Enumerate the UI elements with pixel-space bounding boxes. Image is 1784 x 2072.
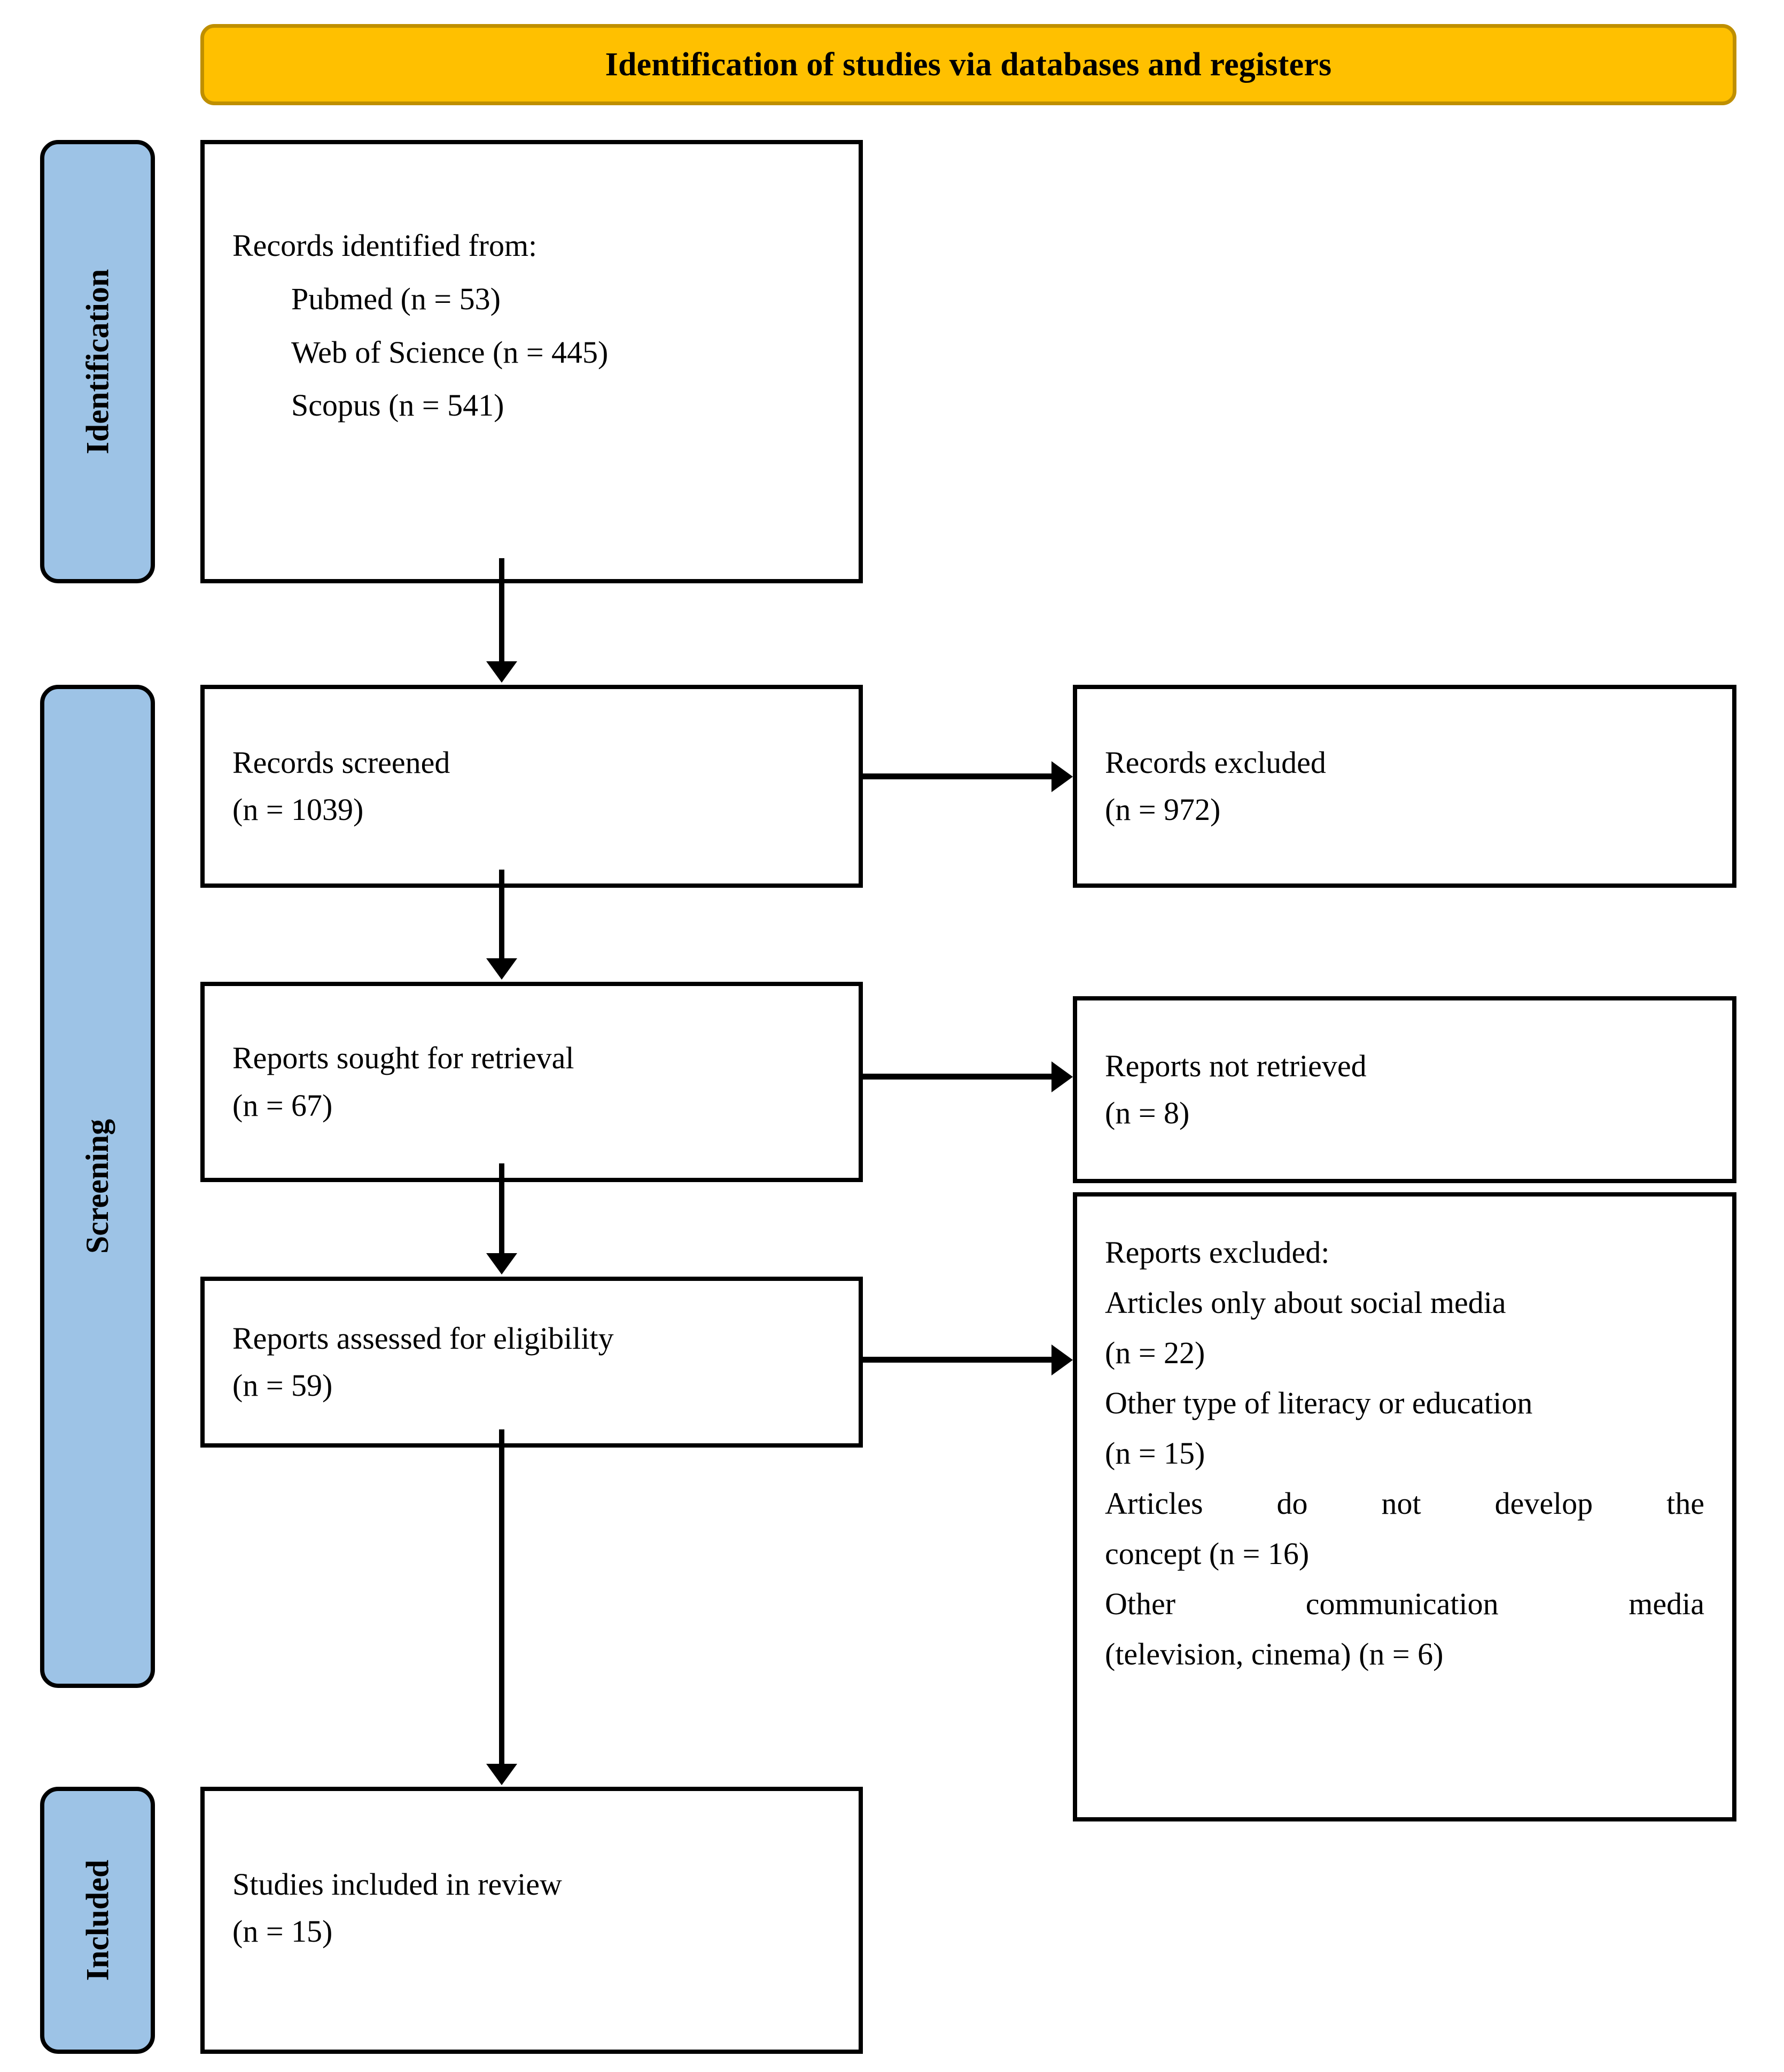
reports-excluded-reason-other-literacy: Other type of literacy or education xyxy=(1105,1385,1533,1420)
records-identified-source-web-of-science: Web of Science (n = 445) xyxy=(291,334,609,370)
reports-excluded-reason-other-media: Other communication media xyxy=(1105,1586,1704,1621)
records-excluded-label: Records excluded xyxy=(1105,745,1326,780)
reports-excluded-count-other-literacy: (n = 15) xyxy=(1105,1435,1205,1471)
header-banner: Identification of studies via databases … xyxy=(200,24,1736,105)
stage-label-identification-text: Identification xyxy=(80,269,115,455)
reports-excluded-reason-social-media: Articles only about social media xyxy=(1105,1285,1506,1320)
header-title: Identification of studies via databases … xyxy=(605,46,1332,83)
arrow-down-sought-to-assessed xyxy=(499,1163,504,1254)
box-studies-included-in-review: Studies included in review (n = 15) xyxy=(200,1787,863,2054)
records-identified-title: Records identified from: xyxy=(232,228,537,263)
records-screened-label: Records screened xyxy=(232,745,450,780)
studies-included-count: (n = 15) xyxy=(232,1914,333,1949)
reports-not-retrieved-count: (n = 8) xyxy=(1105,1096,1190,1130)
records-excluded-count: (n = 972) xyxy=(1105,792,1221,827)
box-reports-assessed-for-eligibility: Reports assessed for eligibility (n = 59… xyxy=(200,1277,863,1448)
reports-assessed-label: Reports assessed for eligibility xyxy=(232,1320,614,1356)
arrow-right-sought-to-not-retrieved xyxy=(863,1074,1053,1080)
box-records-excluded: Records excluded (n = 972) xyxy=(1073,685,1736,888)
records-screened-count: (n = 1039) xyxy=(232,792,364,827)
box-records-screened: Records screened (n = 1039) xyxy=(200,685,863,888)
stage-label-screening: Screening xyxy=(40,685,155,1688)
box-reports-excluded: Reports excluded: Articles only about so… xyxy=(1073,1192,1736,1821)
reports-excluded-reason-no-concept-cont: concept (n = 16) xyxy=(1105,1536,1310,1571)
box-reports-sought-for-retrieval: Reports sought for retrieval (n = 67) xyxy=(200,982,863,1182)
stage-label-included-text: Included xyxy=(80,1859,115,1981)
records-identified-source-pubmed: Pubmed (n = 53) xyxy=(291,281,501,316)
arrow-down-screened-to-sought xyxy=(499,870,504,959)
reports-excluded-reason-other-media-cont: (television, cinema) (n = 6) xyxy=(1105,1636,1444,1671)
arrow-right-screened-to-excluded xyxy=(863,773,1053,779)
stage-label-included: Included xyxy=(40,1787,155,2054)
arrow-down-identified-to-screened xyxy=(499,558,504,662)
arrow-right-assessed-to-reports-excluded xyxy=(863,1357,1053,1363)
stage-label-screening-text: Screening xyxy=(80,1119,115,1254)
stage-label-identification: Identification xyxy=(40,140,155,583)
records-identified-source-scopus: Scopus (n = 541) xyxy=(291,388,504,423)
reports-excluded-title: Reports excluded: xyxy=(1105,1235,1330,1270)
reports-excluded-count-social-media: (n = 22) xyxy=(1105,1335,1205,1370)
reports-excluded-reason-no-concept: Articles do not develop the xyxy=(1105,1485,1704,1521)
reports-sought-label: Reports sought for retrieval xyxy=(232,1041,574,1076)
reports-sought-count: (n = 67) xyxy=(232,1088,333,1123)
box-reports-not-retrieved: Reports not retrieved (n = 8) xyxy=(1073,996,1736,1183)
studies-included-label: Studies included in review xyxy=(232,1866,562,1902)
arrow-down-assessed-to-included xyxy=(499,1429,504,1765)
reports-assessed-count: (n = 59) xyxy=(232,1368,333,1403)
reports-not-retrieved-label: Reports not retrieved xyxy=(1105,1048,1367,1083)
box-records-identified: Records identified from: Pubmed (n = 53)… xyxy=(200,140,863,583)
